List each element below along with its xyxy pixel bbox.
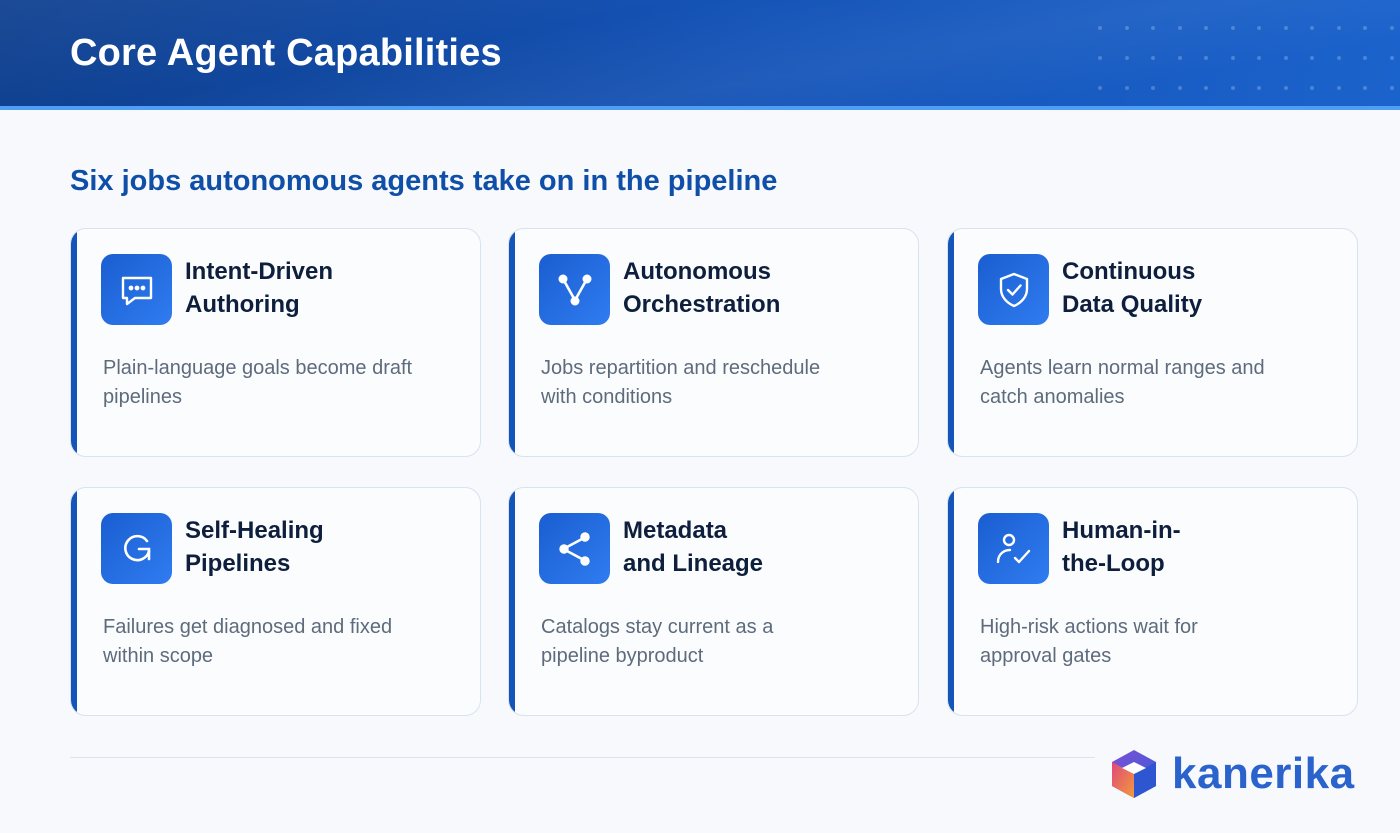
decorative-dot (1257, 56, 1261, 60)
capability-card-intent-driven-authoring: Intent-Driven Authoring Plain-language g… (70, 228, 481, 457)
decorative-dot-grid (1090, 18, 1400, 98)
footer-divider (70, 757, 1095, 758)
card-description: High-risk actions wait for approval gate… (980, 616, 1198, 667)
decorative-dot (1098, 86, 1102, 90)
decorative-dot (1204, 56, 1208, 60)
header-banner (0, 0, 1400, 110)
decorative-dot (1098, 56, 1102, 60)
capability-card-human-in-the-loop: Human-in- the-Loop High-risk actions wai… (947, 487, 1358, 716)
decorative-dot (1177, 86, 1182, 90)
decorative-dot (1151, 86, 1155, 90)
capability-card-metadata-and-lineage: Metadata and Lineage Catalogs stay curre… (508, 487, 919, 716)
card-title: Autonomous Orchestration (623, 258, 781, 318)
card-title: Continuous Data Quality (1062, 258, 1203, 318)
decorative-dot (1363, 56, 1367, 60)
user-check-icon (978, 513, 1049, 584)
card-title: Intent-Driven Authoring (185, 258, 334, 318)
decorative-dot (1363, 26, 1367, 30)
capability-card-continuous-data-quality: Continuous Data Quality Agents learn nor… (947, 228, 1358, 457)
card-description: Plain-language goals become draft pipeli… (103, 357, 413, 408)
section-subtitle: Six jobs autonomous agents take on in th… (70, 165, 778, 197)
decorative-dot (1389, 26, 1394, 30)
decorative-dot (1283, 86, 1288, 90)
decorative-dot (1151, 26, 1155, 30)
decorative-dot (1389, 56, 1394, 60)
decorative-dot (1230, 86, 1235, 90)
decorative-dot (1310, 86, 1314, 90)
decorative-dot (1177, 56, 1182, 60)
decorative-dot (1098, 26, 1102, 30)
decorative-dot (1124, 86, 1129, 90)
decorative-dot (1151, 56, 1155, 60)
decorative-dot (1389, 86, 1394, 90)
card-title: Self-Healing Pipelines (185, 517, 324, 577)
flow-branch-icon (539, 254, 610, 325)
capability-card-self-healing-pipelines: Self-Healing Pipelines Failures get diag… (70, 487, 481, 716)
capability-card-autonomous-orchestration: Autonomous Orchestration Jobs repartitio… (508, 228, 919, 457)
decorative-dot (1177, 26, 1182, 30)
decorative-dot (1363, 86, 1367, 90)
share-nodes-icon (539, 513, 610, 584)
kanerika-cube-icon (1112, 750, 1156, 798)
decorative-dot (1124, 26, 1129, 30)
decorative-dot (1124, 56, 1129, 60)
decorative-dot (1336, 86, 1341, 90)
decorative-dot (1283, 56, 1288, 60)
decorative-dot (1336, 26, 1341, 30)
chat-icon (101, 254, 172, 325)
shield-check-icon (978, 254, 1049, 325)
card-description: Agents learn normal ranges and catch ano… (980, 357, 1265, 408)
decorative-dot (1310, 56, 1314, 60)
decorative-dot (1257, 26, 1261, 30)
decorative-dot (1230, 56, 1235, 60)
header-accent-strip (0, 106, 1400, 110)
card-description: Catalogs stay current as a pipeline bypr… (541, 616, 774, 667)
card-title: Metadata and Lineage (623, 517, 764, 577)
kanerika-logo: kanerika (1108, 742, 1368, 806)
card-description: Jobs repartition and reschedule with con… (541, 357, 821, 408)
card-title: Human-in- the-Loop (1062, 517, 1181, 577)
card-description: Failures get diagnosed and fixed within … (103, 616, 393, 667)
decorative-dot (1204, 86, 1208, 90)
refresh-icon (101, 513, 172, 584)
decorative-dot (1283, 26, 1288, 30)
decorative-dot (1257, 86, 1261, 90)
logo-wordmark: kanerika (1172, 749, 1355, 798)
decorative-dot (1310, 26, 1314, 30)
page-title: Core Agent Capabilities (70, 32, 502, 74)
decorative-dot (1230, 26, 1235, 30)
decorative-dot (1204, 26, 1208, 30)
decorative-dot (1336, 56, 1341, 60)
